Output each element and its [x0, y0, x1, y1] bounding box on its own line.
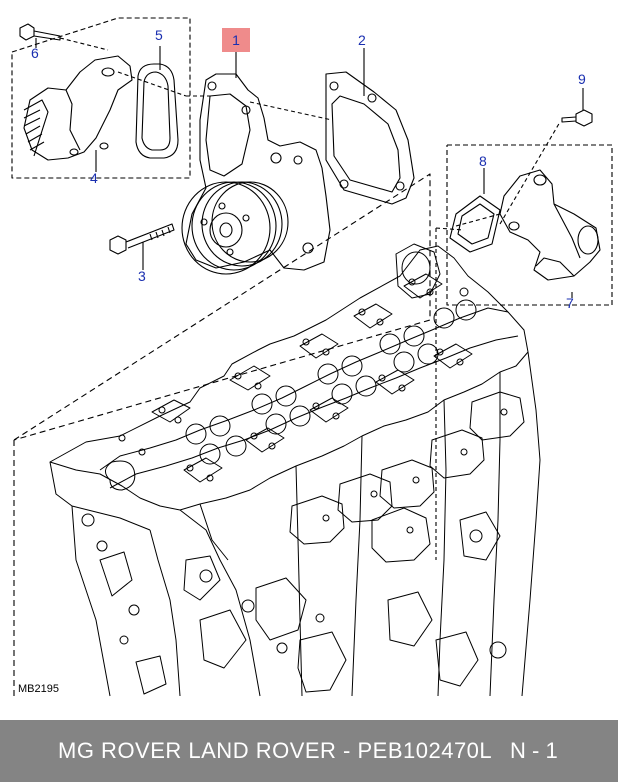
- footer-title: MG ROVER LAND ROVER - PEB102470L: [58, 738, 493, 763]
- callout-3: 3: [138, 268, 146, 284]
- footer-bar: MG ROVER LAND ROVER - PEB102470L N - 1: [0, 720, 618, 782]
- callout-6: 6: [31, 45, 39, 61]
- callout-5: 5: [155, 27, 163, 43]
- callout-9: 9: [578, 71, 586, 87]
- thermostat-housing-item-4: [23, 55, 133, 161]
- group-box-4: [11, 17, 191, 179]
- water-pump-item-1: [181, 73, 331, 275]
- figure-code: MB2195: [18, 683, 59, 695]
- callout-4: 4: [90, 170, 98, 186]
- callout-8: 8: [479, 153, 487, 169]
- callout-7: 7: [566, 295, 574, 311]
- engine-block: [49, 243, 541, 697]
- callout-2: 2: [358, 32, 366, 48]
- callout-1-water-pump: 1: [222, 28, 250, 52]
- bolt-item-6: [19, 23, 61, 41]
- footer-page-number: N - 1: [510, 738, 558, 763]
- parts-diagram: [11, 17, 613, 697]
- water-pump-gasket-item-2: [325, 71, 415, 205]
- gasket-item-5: [135, 63, 179, 159]
- group-box-7: [446, 144, 613, 306]
- gasket-item-8: [449, 195, 501, 253]
- bolt-item-9: [561, 109, 593, 127]
- bolt-item-3: [109, 223, 175, 255]
- outlet-elbow-item-7: [499, 169, 601, 281]
